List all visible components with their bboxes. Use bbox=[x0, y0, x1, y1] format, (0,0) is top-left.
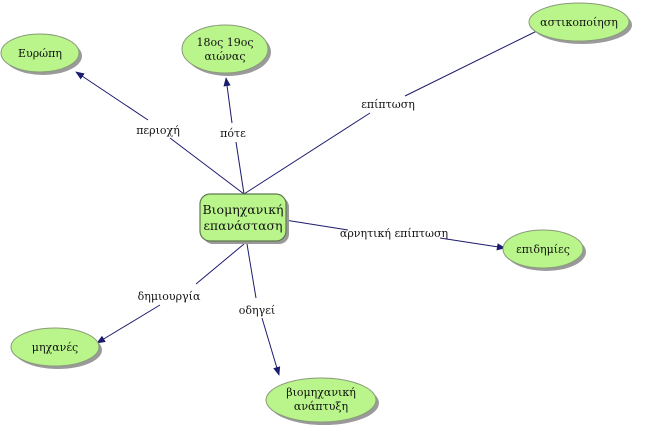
edge-periochi-to-europe bbox=[75, 71, 149, 121]
node-center-line-2: επανάσταση bbox=[203, 218, 282, 233]
node-center-line-1: Βιομηχανική bbox=[202, 202, 283, 217]
node-epidemics-label: επιδημίες bbox=[516, 243, 570, 256]
edge-arnitiki-to-epidemics bbox=[439, 237, 506, 251]
edge-dimiourgia-to-machines bbox=[96, 304, 161, 344]
edge-pote-to-century bbox=[223, 77, 233, 124]
edge-center-to-odigei bbox=[246, 243, 257, 299]
edge-center-to-periochi bbox=[169, 137, 245, 195]
node-industrial-dev[interactable]: βιομηχανική ανάπτυξη bbox=[265, 377, 379, 425]
node-machines[interactable]: μηχανές bbox=[10, 327, 102, 369]
node-industrial-dev-line-2: ανάπτυξη bbox=[294, 400, 348, 413]
edge-center-to-pote bbox=[235, 141, 245, 195]
node-century-line-1: 18ος 19ος bbox=[196, 36, 253, 49]
link-labels: περιοχή πότε επίπτωση αρνητική επίπτωση … bbox=[136, 98, 448, 317]
edge-center-to-epiptosi bbox=[243, 112, 371, 195]
edge-odigei-to-industrial-dev bbox=[261, 317, 281, 376]
edges bbox=[75, 26, 546, 376]
node-century[interactable]: 18ος 19ος αιώνας bbox=[181, 24, 271, 76]
link-label-odigei: οδηγεί bbox=[239, 304, 275, 317]
node-center[interactable]: Βιομηχανική επανάσταση bbox=[199, 193, 289, 244]
link-label-periochi: περιοχή bbox=[136, 124, 180, 137]
node-industrial-dev-line-1: βιομηχανική bbox=[286, 386, 356, 399]
link-label-pote: πότε bbox=[220, 127, 246, 140]
node-europe[interactable]: Ευρώπη bbox=[0, 33, 82, 75]
link-label-dimiourgia: δημιουργία bbox=[138, 290, 201, 303]
edge-center-to-dimiourgia bbox=[195, 243, 245, 285]
edge-epiptosi-to-urbanization bbox=[404, 26, 546, 97]
node-europe-label: Ευρώπη bbox=[18, 47, 62, 60]
concept-nodes: Ευρώπη 18ος 19ος αιώνας αστικοποίηση επι… bbox=[0, 2, 632, 425]
node-machines-label: μηχανές bbox=[32, 341, 78, 354]
node-century-line-2: αιώνας bbox=[205, 50, 246, 63]
node-urbanization-label: αστικοποίηση bbox=[540, 16, 618, 29]
edge-center-to-arnitiki bbox=[284, 219, 349, 231]
link-label-epiptosi: επίπτωση bbox=[361, 98, 415, 111]
node-urbanization[interactable]: αστικοποίηση bbox=[528, 2, 632, 44]
link-label-arnitiki-epiptosi: αρνητική επίπτωση bbox=[340, 227, 448, 240]
node-epidemics[interactable]: επιδημίες bbox=[502, 229, 586, 271]
